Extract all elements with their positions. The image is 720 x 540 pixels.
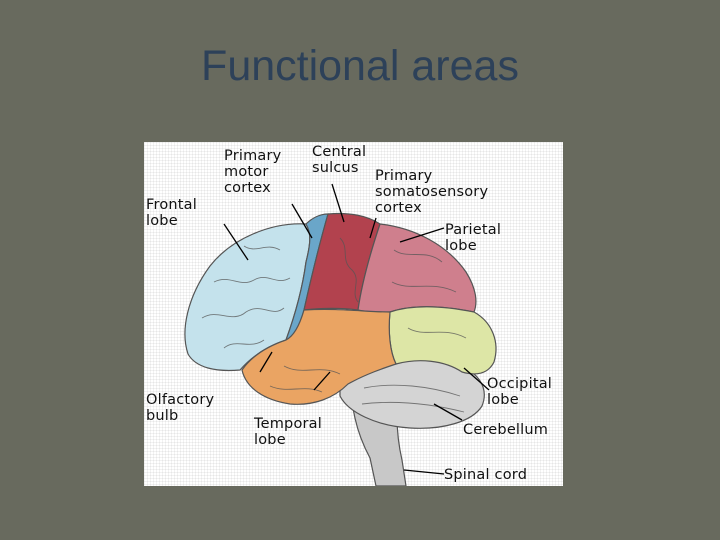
- label-spinal-cord: Spinal cord: [444, 467, 528, 483]
- gyri-texture: [201, 237, 467, 413]
- label-olfactory-bulb: Olfactory bulb: [146, 392, 215, 424]
- occipital-lobe-region: [388, 306, 497, 375]
- label-primary-somatosensory-cortex: Primary somatosensory cortex: [375, 168, 489, 216]
- temporal-lobe-region: [241, 308, 397, 405]
- brain-diagram: Frontal lobe Primary motor cortex Centra…: [144, 142, 563, 486]
- label-cerebellum: Cerebellum: [463, 422, 549, 438]
- label-central-sulcus: Central sulcus: [312, 144, 367, 176]
- leader-lines: [223, 183, 490, 475]
- label-frontal-lobe: Frontal lobe: [146, 197, 197, 229]
- label-temporal-lobe: Temporal lobe: [254, 416, 322, 448]
- label-primary-motor-cortex: Primary motor cortex: [224, 148, 282, 196]
- label-occipital-lobe: Occipital lobe: [487, 376, 553, 408]
- slide-title: Functional areas: [201, 42, 519, 90]
- label-parietal-lobe: Parietal lobe: [445, 222, 502, 254]
- brain-illustration: [184, 183, 497, 486]
